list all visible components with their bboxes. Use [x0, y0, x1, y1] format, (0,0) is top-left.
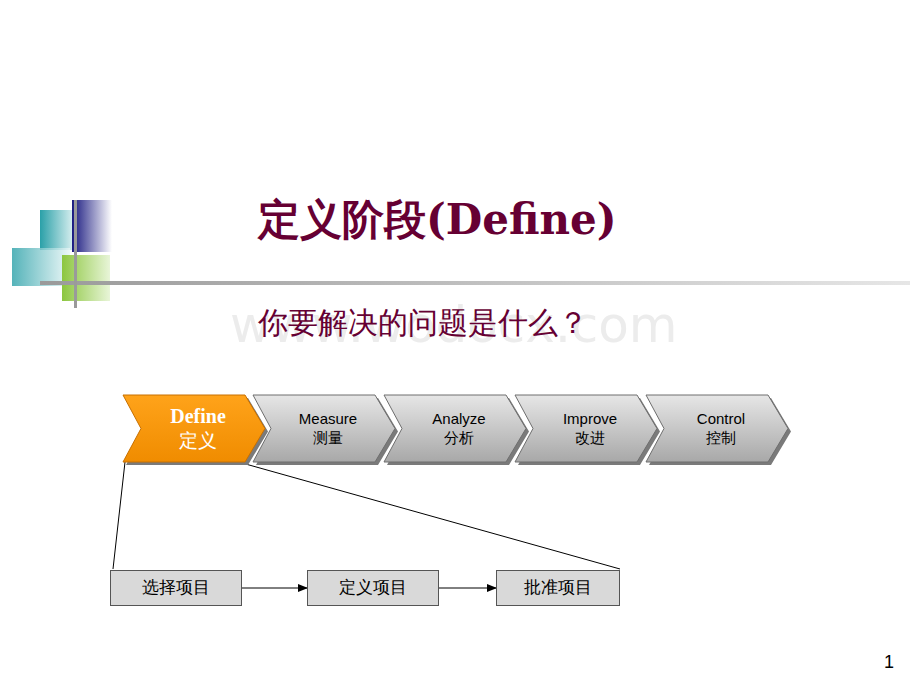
subtitle: 你要解决的问题是什么？	[258, 303, 588, 344]
process-box: 定义项目	[307, 570, 439, 606]
process-box: 选择项目	[110, 570, 242, 606]
chevron-body	[384, 395, 526, 462]
chevron-shape	[123, 395, 265, 462]
node-heading: Measure	[299, 410, 357, 429]
rule-line	[40, 281, 910, 285]
node-heading: 选择项目	[142, 577, 210, 598]
green-square	[62, 255, 110, 301]
process-box: 批准项目	[496, 570, 620, 606]
chevron-body	[123, 395, 265, 462]
node-text: 测量	[313, 429, 343, 448]
page-number: 1	[884, 652, 894, 673]
arrow-connector	[439, 588, 496, 589]
process-chevron: Improve改进	[515, 395, 657, 462]
zoom-line	[242, 463, 620, 569]
process-chevron: Analyze分析	[384, 395, 526, 462]
node-heading: Improve	[563, 410, 617, 429]
process-chevron: Define定义	[123, 395, 265, 462]
zoom-line	[113, 462, 125, 569]
node-heading: Define	[170, 404, 226, 429]
node-text: 定义	[179, 429, 217, 453]
slide-title: 定义阶段(Define)	[258, 192, 617, 248]
process-chevron: Measure测量	[253, 395, 395, 462]
blue-square	[72, 200, 112, 252]
rule-line	[74, 200, 77, 308]
chevron-body	[515, 395, 657, 462]
chevron-body	[646, 395, 788, 462]
node-heading: Analyze	[432, 410, 485, 429]
node-heading: 定义项目	[339, 577, 407, 598]
node-text: 改进	[575, 429, 605, 448]
teal-square	[40, 210, 76, 250]
node-heading: Control	[697, 410, 745, 429]
node-text: 控制	[706, 429, 736, 448]
node-text: 分析	[444, 429, 474, 448]
node-heading: 批准项目	[524, 577, 592, 598]
teal-square	[12, 248, 70, 286]
chevron-body	[253, 395, 395, 462]
arrow-connector	[242, 588, 307, 589]
process-chevron: Control控制	[646, 395, 788, 462]
